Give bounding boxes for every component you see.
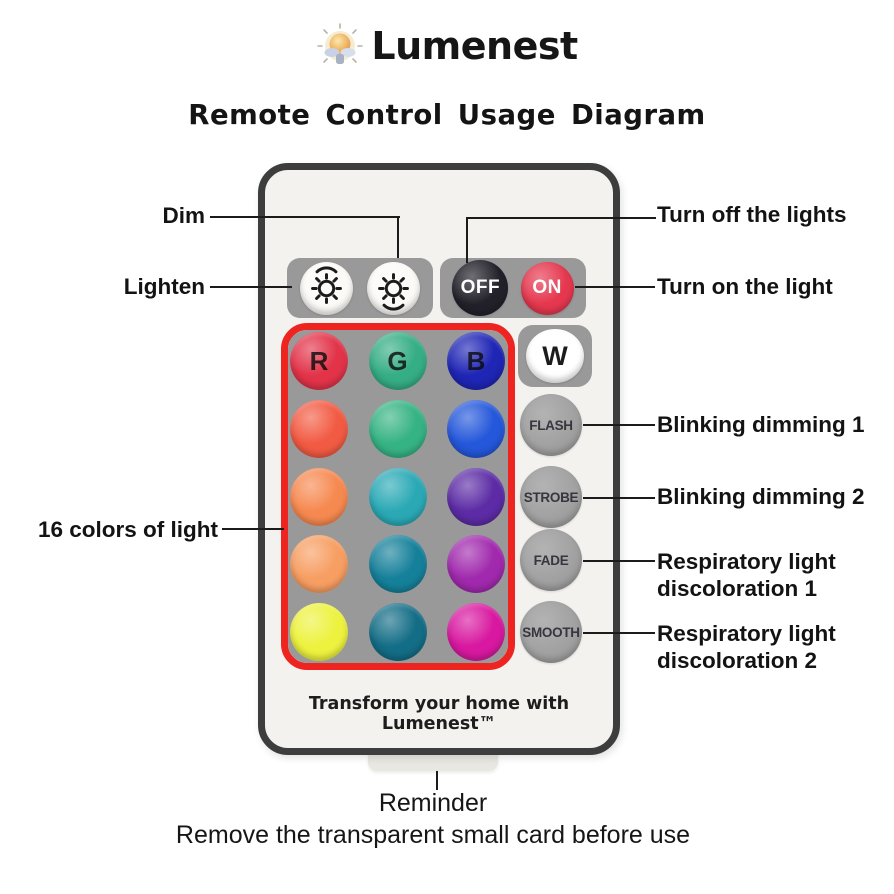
fade-button[interactable]: FADE (520, 529, 582, 591)
callout-line-turn-on (575, 286, 655, 288)
callout-line-lighten (210, 286, 292, 288)
brightness-pad (287, 258, 433, 318)
label-blinking-dimming-2: Blinking dimming 2 (657, 484, 865, 509)
brand-name: Lumenest (371, 24, 578, 68)
reminder: Reminder Remove the transparent small ca… (33, 789, 833, 850)
on-button[interactable]: ON (520, 261, 574, 315)
callout-line-fade (583, 560, 655, 562)
lighten-button[interactable] (300, 261, 354, 315)
label-turn-off: Turn off the lights (657, 202, 847, 227)
callout-line-strobe (583, 497, 655, 499)
callout-line-turn-off (466, 217, 656, 219)
color-button[interactable] (290, 535, 348, 594)
remote-tagline: Transform your home with Lumenest™ (308, 694, 570, 734)
color-button[interactable] (290, 399, 348, 458)
label-dim: Dim (162, 203, 205, 228)
off-button[interactable]: OFF (452, 260, 509, 316)
callout-line-dim (210, 216, 400, 218)
label-respiratory-2: Respiratory light discoloration 2 (657, 621, 836, 673)
color-button-b[interactable]: B (447, 332, 505, 390)
dim-button[interactable] (366, 261, 420, 315)
label-lighten: Lighten (123, 274, 205, 299)
color-button[interactable] (447, 535, 505, 594)
reminder-title: Reminder (378, 789, 488, 817)
color-button[interactable] (447, 399, 505, 458)
white-pad: W (518, 325, 592, 387)
label-blinking-dimming-1: Blinking dimming 1 (657, 412, 865, 437)
callout-line-turn-off-vertical (466, 217, 468, 263)
color-button[interactable] (290, 467, 348, 526)
strobe-button[interactable]: STROBE (520, 466, 582, 528)
flash-button[interactable]: FLASH (520, 394, 582, 456)
color-button[interactable] (290, 603, 348, 661)
color-button-r[interactable]: R (290, 332, 348, 390)
brand-logo: Lumenest (0, 22, 894, 70)
reminder-text: Remove the transparent small card before… (175, 821, 691, 849)
callout-line-16-colors (222, 528, 284, 530)
color-button[interactable] (447, 603, 505, 661)
sun-dim-icon (377, 272, 409, 310)
white-button[interactable]: W (526, 329, 584, 383)
color-button[interactable] (368, 603, 427, 661)
color-button[interactable] (368, 535, 427, 594)
callout-line-smooth (583, 632, 655, 634)
color-button[interactable] (368, 399, 427, 458)
label-respiratory-1: Respiratory light discoloration 1 (657, 549, 836, 601)
color-button[interactable] (368, 467, 427, 526)
label-turn-on: Turn on the light (657, 274, 833, 299)
page-title: Remote Control Usage Diagram (188, 99, 706, 131)
callout-line-flash (583, 424, 655, 426)
power-pad: OFF ON (440, 258, 586, 318)
lightbulb-logo-icon (317, 23, 364, 64)
label-16-colors: 16 colors of light (37, 517, 218, 542)
color-button-g[interactable]: G (368, 332, 427, 390)
color-button[interactable] (447, 467, 505, 526)
smooth-button[interactable]: SMOOTH (520, 601, 582, 663)
callout-line-dim-vertical (397, 216, 399, 258)
sun-brighten-icon (311, 266, 343, 304)
callout-line-reminder (436, 771, 438, 790)
